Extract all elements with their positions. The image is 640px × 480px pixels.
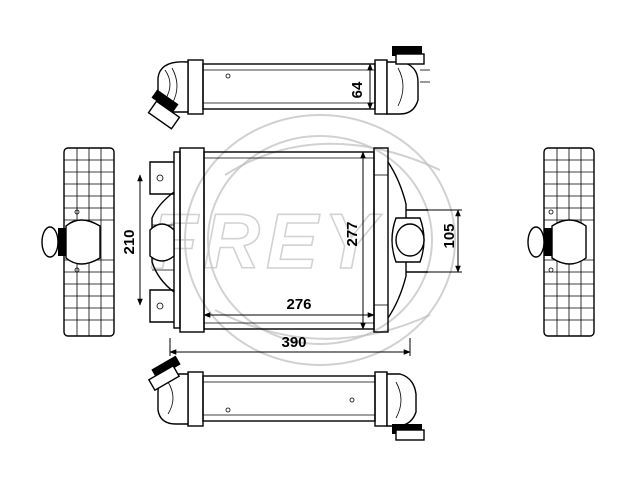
dim-105: 105 — [441, 223, 458, 248]
top-view: 64 — [147, 46, 430, 130]
dim-64: 64 — [349, 81, 366, 98]
left-side-view — [41, 147, 115, 337]
dim-390: 390 — [281, 334, 306, 351]
dim-210: 210 — [121, 229, 138, 254]
left-grid-rows — [64, 159, 114, 321]
frey-watermark: FREY — [149, 114, 456, 366]
right-side-view — [527, 147, 595, 337]
bottom-view — [147, 355, 425, 441]
dim-277: 277 — [344, 221, 361, 246]
front-view: 210 277 105 276 390 — [121, 147, 462, 356]
dim-276: 276 — [286, 296, 311, 313]
watermark-text: FREY — [150, 197, 382, 285]
